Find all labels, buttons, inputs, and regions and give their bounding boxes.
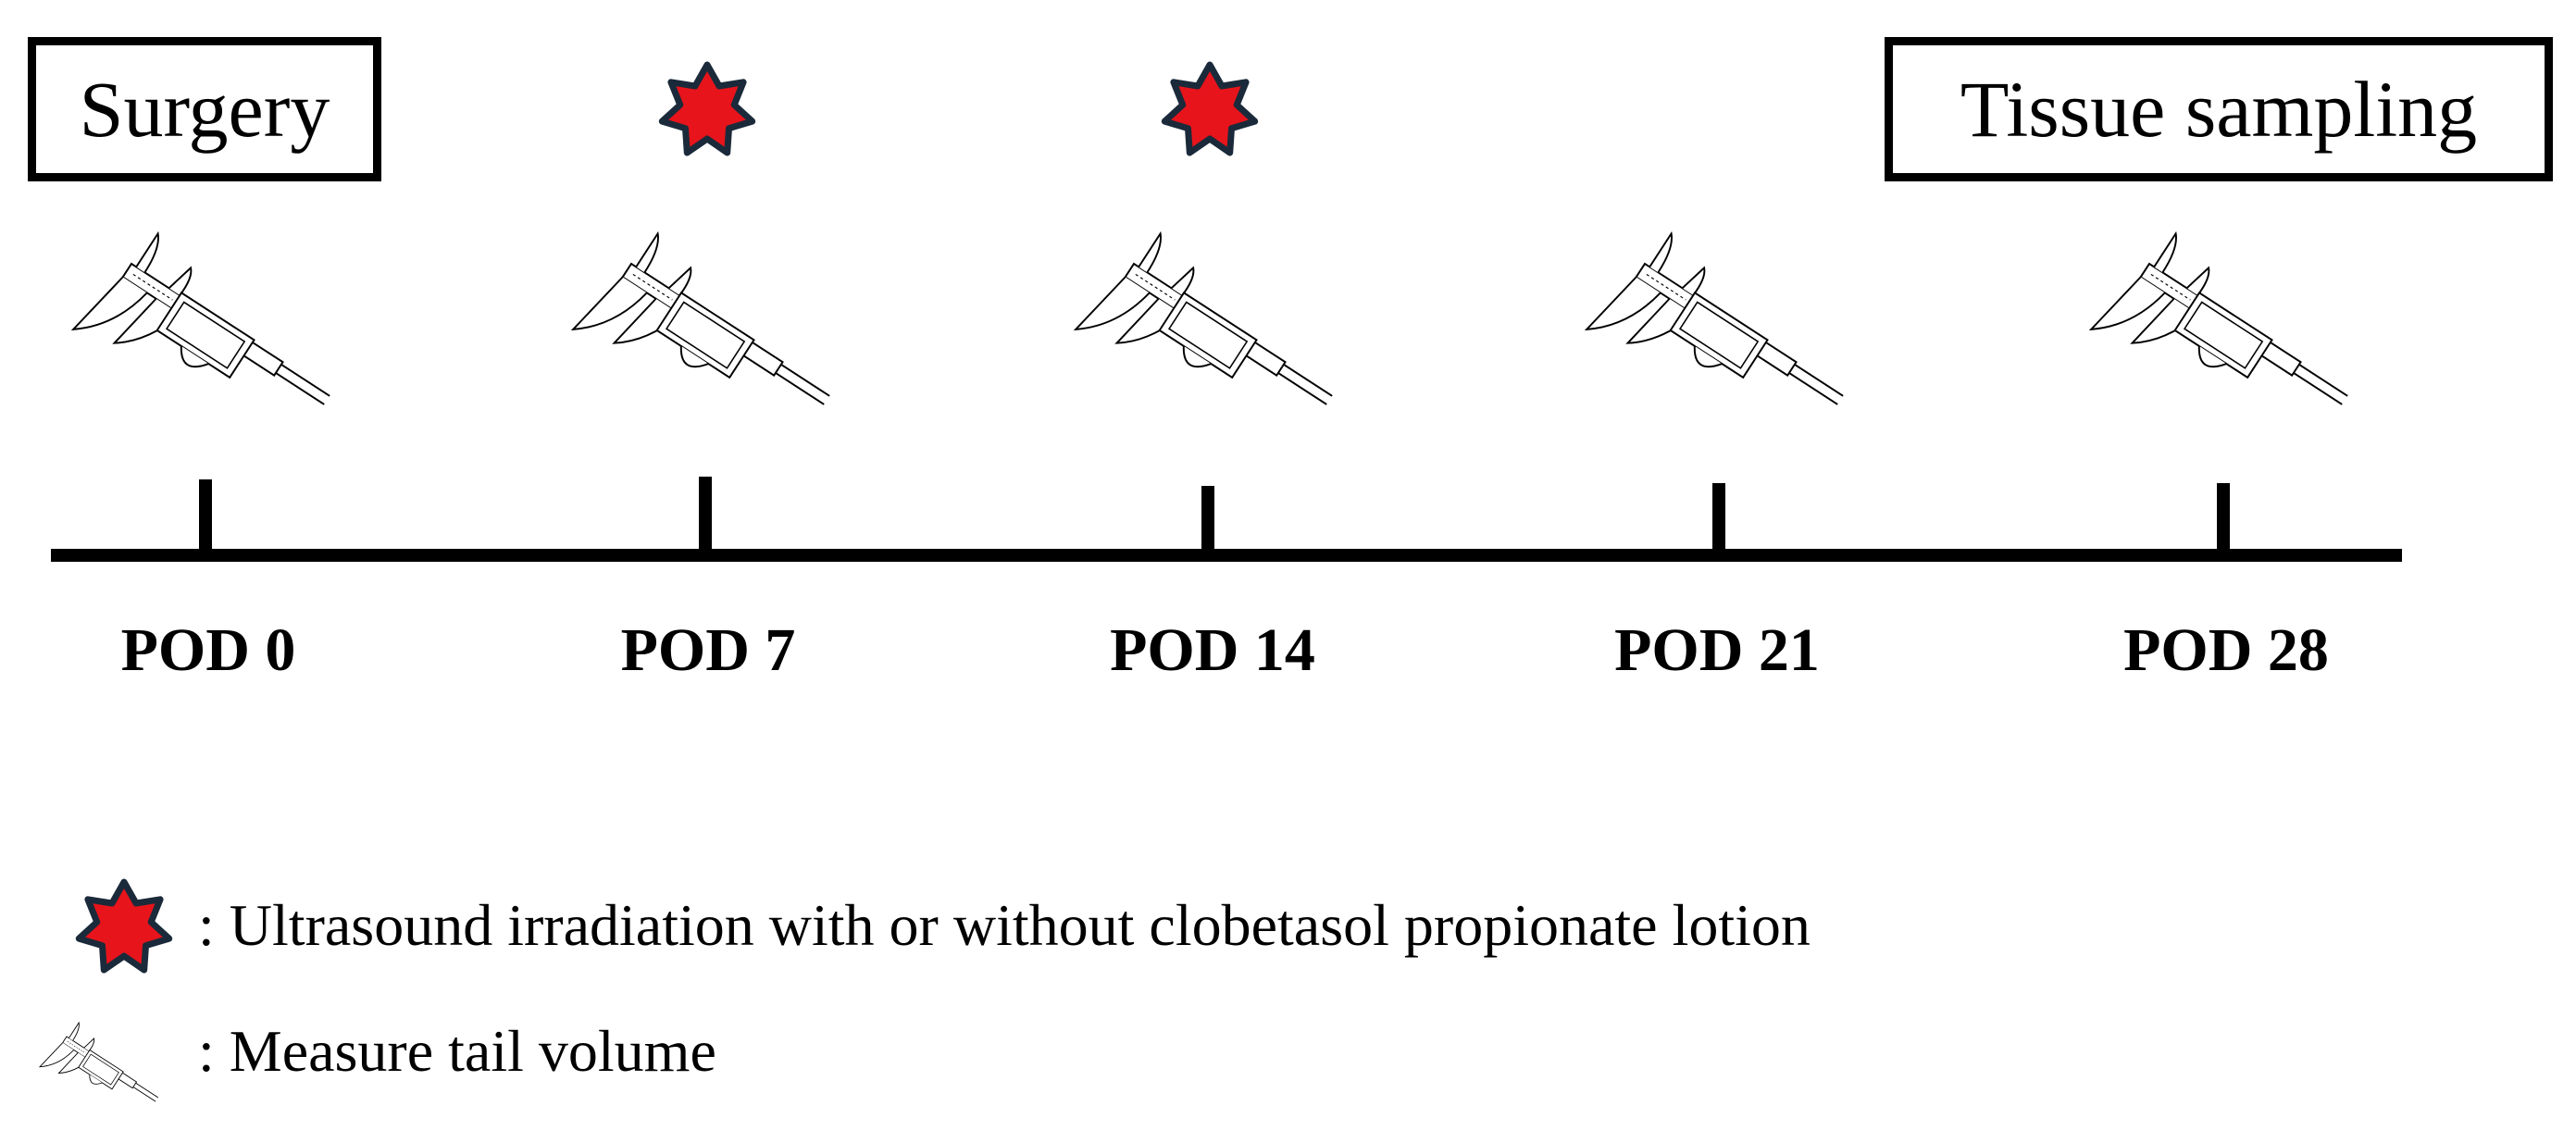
star-icon bbox=[658, 61, 756, 156]
caliper-icon bbox=[572, 222, 854, 467]
pod-label-4: POD 28 bbox=[2123, 616, 2329, 684]
tissue-sampling-label: Tissue sampling bbox=[1960, 65, 2478, 154]
surgery-label: Surgery bbox=[79, 65, 330, 154]
caliper-icon bbox=[72, 222, 355, 467]
caliper-icon bbox=[2090, 222, 2372, 467]
pod-label-1: POD 7 bbox=[620, 616, 796, 684]
surgery-box: Surgery bbox=[28, 37, 381, 181]
caliper-icon bbox=[1075, 222, 1357, 467]
pod-label-2: POD 14 bbox=[1110, 616, 1315, 684]
legend-measure-text: : Measure tail volume bbox=[198, 1018, 716, 1084]
caliper-icon bbox=[1586, 222, 1868, 467]
star-icon bbox=[1161, 61, 1259, 156]
pod-label-3: POD 21 bbox=[1614, 616, 1820, 684]
tissue-sampling-box: Tissue sampling bbox=[1885, 37, 2553, 181]
caliper-icon bbox=[39, 1017, 169, 1131]
pod-label-0: POD 0 bbox=[120, 616, 296, 684]
star-icon bbox=[75, 878, 173, 974]
legend-irradiation-text: : Ultrasound irradiation with or without… bbox=[198, 892, 1811, 958]
